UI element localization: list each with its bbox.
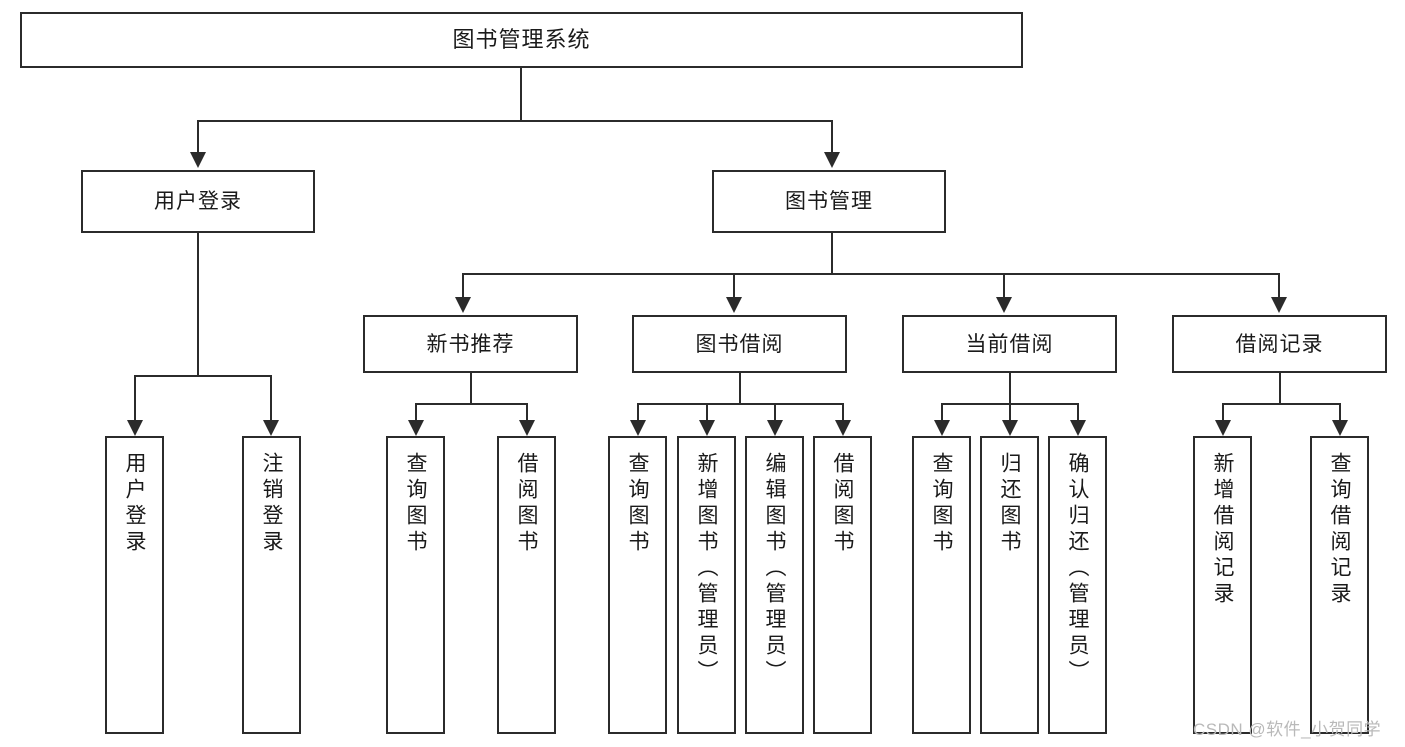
connector-book-borrow-bus xyxy=(637,403,844,405)
connector-book-management-stem xyxy=(831,233,833,273)
node-label: 借阅图书 xyxy=(831,452,854,556)
watermark-csdn: CSDN @软件_小贺同学 xyxy=(1193,720,1382,739)
node-book-borrow[interactable]: 图书借阅 xyxy=(632,315,847,373)
node-label: 归还图书 xyxy=(998,452,1021,556)
arrowhead-cb-to-leaf-1 xyxy=(934,420,950,436)
arrowhead-bm-to-current-borrow xyxy=(996,297,1012,313)
node-new-book-recommend[interactable]: 新书推荐 xyxy=(363,315,578,373)
connector-br-to-leaf-2 xyxy=(1339,403,1341,420)
arrowhead-bb-to-leaf-3 xyxy=(767,420,783,436)
connector-book-management-bus xyxy=(462,273,1280,275)
node-label: 新增图书（管理员） xyxy=(695,452,718,686)
node-label: 查询借阅记录 xyxy=(1328,452,1351,608)
connector-bb-to-leaf-2 xyxy=(706,403,708,420)
arrowhead-bb-to-leaf-1 xyxy=(630,420,646,436)
connector-bm-to-book-borrow xyxy=(733,273,735,297)
arrowhead-bb-to-leaf-2 xyxy=(699,420,715,436)
node-label: 查询图书 xyxy=(626,452,649,556)
connector-bb-to-leaf-4 xyxy=(842,403,844,420)
arrowhead-user-login-to-leaf-1 xyxy=(127,420,143,436)
connector-bb-to-leaf-1 xyxy=(637,403,639,420)
arrowhead-br-to-leaf-2 xyxy=(1332,420,1348,436)
node-label: 查询图书 xyxy=(930,452,953,556)
arrowhead-cb-to-leaf-2 xyxy=(1002,420,1018,436)
node-borrow-record[interactable]: 借阅记录 xyxy=(1172,315,1387,373)
arrowhead-root-to-user-login xyxy=(190,152,206,168)
arrowhead-bm-to-new-book xyxy=(455,297,471,313)
node-label: 图书借阅 xyxy=(695,332,784,356)
connector-borrow-record-bus xyxy=(1222,403,1341,405)
node-label: 当前借阅 xyxy=(965,332,1054,356)
leaf-book-borrow-edit-book-admin[interactable]: 编辑图书（管理员） xyxy=(745,436,804,734)
connector-current-borrow-stem xyxy=(1009,373,1011,403)
leaf-user-login-logout[interactable]: 注销登录 xyxy=(242,436,301,734)
connector-new-book-to-leaf-1 xyxy=(415,403,417,420)
arrowhead-new-book-to-leaf-2 xyxy=(519,420,535,436)
node-label: 编辑图书（管理员） xyxy=(763,452,786,686)
connector-bb-to-leaf-3 xyxy=(774,403,776,420)
leaf-new-book-query-book[interactable]: 查询图书 xyxy=(386,436,445,734)
connector-new-book-to-leaf-2 xyxy=(526,403,528,420)
connector-root-stem xyxy=(520,68,522,120)
connector-cb-to-leaf-3 xyxy=(1077,403,1079,420)
connector-root-to-user-login xyxy=(197,120,199,152)
node-book-management[interactable]: 图书管理 xyxy=(712,170,946,233)
connector-bm-to-new-book xyxy=(462,273,464,297)
connector-new-book-stem xyxy=(470,373,472,403)
connector-bm-to-current-borrow xyxy=(1003,273,1005,297)
connector-user-login-bus xyxy=(134,375,270,377)
node-label: 确认归还（管理员） xyxy=(1066,452,1089,686)
node-label: 新书推荐 xyxy=(426,332,515,356)
connector-new-book-bus xyxy=(415,403,528,405)
arrowhead-br-to-leaf-1 xyxy=(1215,420,1231,436)
leaf-user-login-login[interactable]: 用户登录 xyxy=(105,436,164,734)
node-label: 新增借阅记录 xyxy=(1211,452,1234,608)
connector-root-to-book-management xyxy=(831,120,833,152)
connector-user-login-stem xyxy=(197,233,199,375)
node-label: 借阅记录 xyxy=(1235,332,1324,356)
connector-user-login-to-leaf-1 xyxy=(134,375,136,420)
arrowhead-root-to-book-management xyxy=(824,152,840,168)
arrowhead-bb-to-leaf-4 xyxy=(835,420,851,436)
leaf-current-borrow-return-book[interactable]: 归还图书 xyxy=(980,436,1039,734)
connector-book-borrow-stem xyxy=(739,373,741,403)
connector-borrow-record-stem xyxy=(1279,373,1281,403)
leaf-borrow-record-query-record[interactable]: 查询借阅记录 xyxy=(1310,436,1369,734)
node-current-borrow[interactable]: 当前借阅 xyxy=(902,315,1117,373)
connector-bm-to-borrow-record xyxy=(1278,273,1280,297)
node-label: 查询图书 xyxy=(404,452,427,556)
node-label: 图书管理 xyxy=(785,190,873,213)
arrowhead-bm-to-borrow-record xyxy=(1271,297,1287,313)
connector-user-login-to-leaf-2 xyxy=(270,375,272,420)
connector-br-to-leaf-1 xyxy=(1222,403,1224,420)
node-label: 借阅图书 xyxy=(515,452,538,556)
node-label: 用户登录 xyxy=(154,190,242,213)
connector-cb-to-leaf-2 xyxy=(1009,403,1011,420)
arrowhead-user-login-to-leaf-2 xyxy=(263,420,279,436)
node-label: 用户登录 xyxy=(123,452,146,556)
node-user-login[interactable]: 用户登录 xyxy=(81,170,315,233)
arrowhead-bm-to-book-borrow xyxy=(726,297,742,313)
arrowhead-cb-to-leaf-3 xyxy=(1070,420,1086,436)
leaf-new-book-borrow-book[interactable]: 借阅图书 xyxy=(497,436,556,734)
leaf-book-borrow-query-book[interactable]: 查询图书 xyxy=(608,436,667,734)
leaf-borrow-record-add-record[interactable]: 新增借阅记录 xyxy=(1193,436,1252,734)
leaf-current-borrow-query-book[interactable]: 查询图书 xyxy=(912,436,971,734)
leaf-current-borrow-confirm-return-admin[interactable]: 确认归还（管理员） xyxy=(1048,436,1107,734)
node-label: 图书管理系统 xyxy=(452,27,591,52)
node-root-book-management-system[interactable]: 图书管理系统 xyxy=(20,12,1023,68)
leaf-book-borrow-borrow-book[interactable]: 借阅图书 xyxy=(813,436,872,734)
connector-cb-to-leaf-1 xyxy=(941,403,943,420)
leaf-book-borrow-add-book-admin[interactable]: 新增图书（管理员） xyxy=(677,436,736,734)
connector-root-bus xyxy=(197,120,833,122)
arrowhead-new-book-to-leaf-1 xyxy=(408,420,424,436)
node-label: 注销登录 xyxy=(260,452,283,556)
